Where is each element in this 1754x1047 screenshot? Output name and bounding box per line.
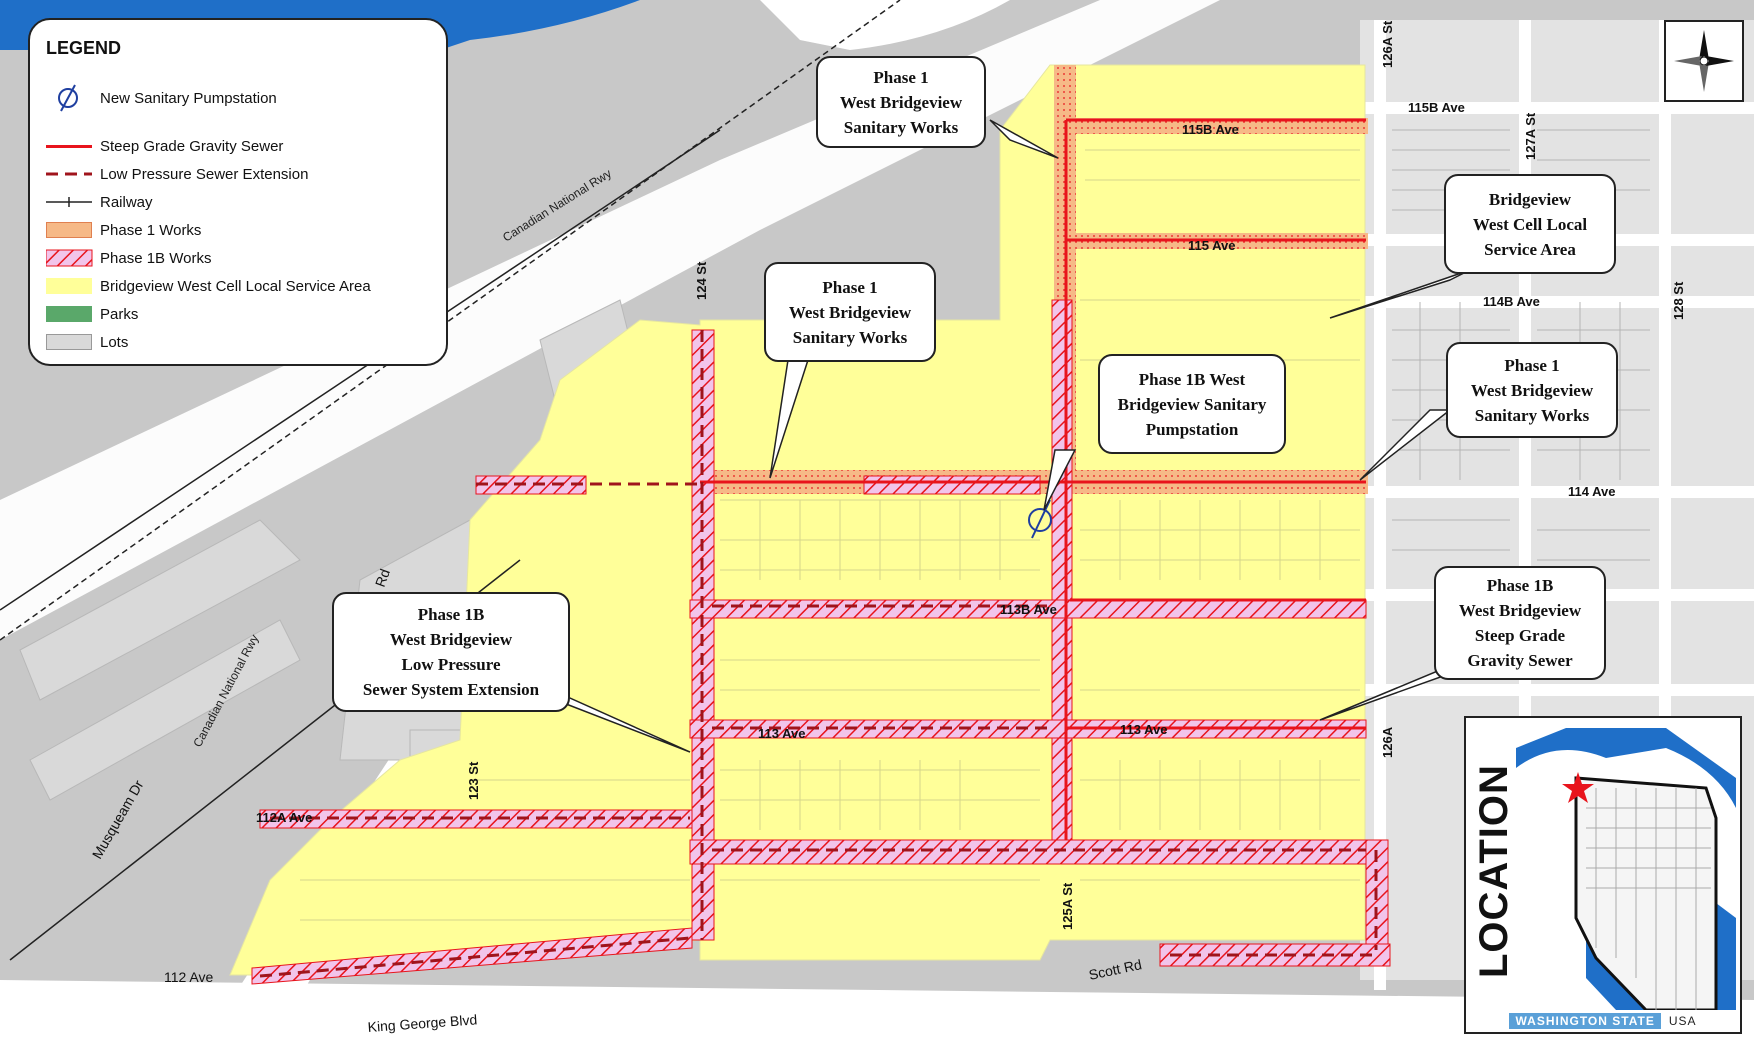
callout-pointers xyxy=(529,119,1471,753)
legend-item-railway: Railway xyxy=(46,192,153,212)
legend-label: Steep Grade Gravity Sewer xyxy=(100,137,284,155)
legend-title: LEGEND xyxy=(46,38,122,58)
street-label: 113 Ave xyxy=(758,726,805,741)
location-inset: LOCATION WASHINGTON STATE USA xyxy=(1464,716,1742,1034)
low-pressure-sewer-extension xyxy=(259,330,1378,978)
legend-item-lots: Lots xyxy=(46,332,128,352)
street-label: 113B Ave xyxy=(1000,602,1057,617)
inset-footer: WASHINGTON STATE USA xyxy=(1466,1010,1740,1032)
street-label: 128 St xyxy=(1671,281,1686,320)
callout-line: Phase 1B West xyxy=(1138,369,1246,389)
legend-item-phase1: Phase 1 Works xyxy=(46,220,201,240)
callout-phase1-top: Phase 1 West Bridgeview Sanitary Works xyxy=(816,56,986,148)
callout-line: Gravity Sewer xyxy=(1467,651,1573,670)
street-label: 115 Ave xyxy=(1188,238,1235,253)
street-label: 127A St xyxy=(1523,112,1538,160)
street-label: 124 St xyxy=(694,261,709,300)
hatched-pink-swatch-icon xyxy=(46,248,94,268)
street-label: 126A xyxy=(1380,726,1395,758)
street-label: 112A Ave xyxy=(256,810,312,825)
legend-item-phase1b: Phase 1B Works xyxy=(46,248,211,268)
callout-line: West Bridgeview xyxy=(788,302,912,322)
callout-service-area: Bridgeview West Cell Local Service Area xyxy=(1444,174,1616,274)
callout-line: Phase 1 xyxy=(822,277,878,297)
callout-line: West Bridgeview xyxy=(1458,601,1582,620)
callout-line: Bridgeview Sanitary xyxy=(1117,394,1267,414)
callout-line: Phase 1B xyxy=(1486,576,1554,595)
callout-line: Steep Grade xyxy=(1474,626,1566,645)
street-label: 115B Ave xyxy=(1408,100,1465,115)
river-bank-road xyxy=(760,0,1010,50)
callout-line: West Bridgeview xyxy=(839,92,963,112)
pumpstation-marker xyxy=(1028,499,1052,539)
lot-ticks-service-area xyxy=(759,500,1321,830)
callout-line: Bridgeview xyxy=(1488,189,1572,209)
street-label: 114 Ave xyxy=(1568,484,1615,499)
callout-line: West Bridgeview xyxy=(389,630,513,649)
yellow-swatch-icon xyxy=(46,276,94,296)
gray-swatch-icon xyxy=(46,332,94,352)
street-label: 113 Ave xyxy=(1120,722,1167,737)
street-label: King George Blvd xyxy=(367,1011,478,1035)
callout-line: West Cell Local xyxy=(1472,214,1588,234)
inset-map xyxy=(1466,718,1740,1010)
legend-label: Phase 1B Works xyxy=(100,249,212,267)
callout-line: Low Pressure xyxy=(401,655,501,674)
legend-item-gravity-sewer: Steep Grade Gravity Sewer xyxy=(46,136,283,156)
callout-line: Sanitary Works xyxy=(792,327,908,347)
legend-label: Lots xyxy=(100,333,129,351)
callout-line: Phase 1B xyxy=(417,605,485,624)
steep-grade-gravity-sewer xyxy=(700,118,1366,840)
callout-phase1-mid: Phase 1 West Bridgeview Sanitary Works xyxy=(764,262,936,362)
legend: LEGEND New Sanitary Pumpstation Steep Gr… xyxy=(28,18,448,366)
legend-label: Phase 1 Works xyxy=(100,221,202,239)
callout-line: Sanitary Works xyxy=(843,117,959,137)
orange-swatch-icon xyxy=(46,220,94,240)
callout-line: Sewer System Extension xyxy=(362,680,540,699)
legend-label: New Sanitary Pumpstation xyxy=(100,89,277,107)
street-label: 125A St xyxy=(1060,882,1075,930)
legend-item-pumpstation: New Sanitary Pumpstation xyxy=(46,84,277,112)
callout-line: Phase 1 xyxy=(1504,355,1560,375)
legend-label: Parks xyxy=(100,305,139,323)
inset-country: USA xyxy=(1668,1014,1697,1028)
solid-red-line-icon xyxy=(46,136,94,156)
callout-line: Service Area xyxy=(1484,239,1576,259)
callout-line: Sanitary Works xyxy=(1474,405,1590,425)
legend-item-service-area: Bridgeview West Cell Local Service Area xyxy=(46,276,371,296)
callout-line: Phase 1 xyxy=(873,67,929,87)
callout-line: Pumpstation xyxy=(1145,419,1239,439)
callout-line: West Bridgeview xyxy=(1470,380,1594,400)
legend-label: Railway xyxy=(100,193,153,211)
inset-title: LOCATION xyxy=(1472,764,1516,978)
street-label: 123 St xyxy=(466,761,481,800)
king-george-road xyxy=(0,980,1754,1047)
street-label: 115B Ave xyxy=(1182,122,1239,137)
pumpstation-icon xyxy=(46,84,94,112)
callout-phase1b-steep-grade: Phase 1B West Bridgeview Steep Grade Gra… xyxy=(1434,566,1606,680)
inset-state: WASHINGTON STATE xyxy=(1509,1013,1661,1029)
street-label: 126A St xyxy=(1380,20,1395,68)
legend-item-parks: Parks xyxy=(46,304,138,324)
north-arrow-icon xyxy=(1664,20,1744,102)
railway-line-icon xyxy=(46,192,94,212)
street-label: Rd xyxy=(372,567,393,589)
dashed-red-line-icon xyxy=(46,164,94,184)
legend-label: Bridgeview West Cell Local Service Area xyxy=(100,277,371,295)
callout-phase1b-low-pressure: Phase 1B West Bridgeview Low Pressure Se… xyxy=(332,592,570,712)
street-label: 114B Ave xyxy=(1483,294,1540,309)
legend-item-low-pressure: Low Pressure Sewer Extension xyxy=(46,164,308,184)
legend-label: Low Pressure Sewer Extension xyxy=(100,165,309,183)
green-swatch-icon xyxy=(46,304,94,324)
callout-phase1-right: Phase 1 West Bridgeview Sanitary Works xyxy=(1446,342,1618,438)
callout-pumpstation: Phase 1B West Bridgeview Sanitary Pumpst… xyxy=(1098,354,1286,454)
street-label: 112 Ave xyxy=(164,969,214,985)
